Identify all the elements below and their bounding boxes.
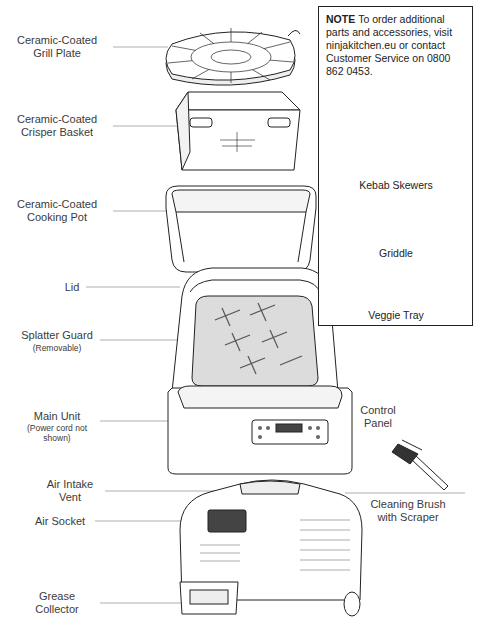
air-socket: [208, 510, 246, 532]
cooking-pot: [166, 186, 316, 272]
part-label: Grease Collector: [26, 590, 88, 616]
grill-plate: [166, 28, 300, 85]
note-box: NOTETo order additional parts and access…: [318, 6, 473, 326]
part-label: Splatter Guard: [11, 329, 103, 342]
accessory-label: Kebab Skewers: [336, 179, 456, 192]
part-label: (Power cord not shown): [22, 423, 92, 443]
main-unit-rear: [180, 480, 362, 616]
part-label: Ceramic-Coated Grill Plate: [11, 34, 103, 60]
crisper-basket: [176, 92, 300, 170]
part-label: Air Socket: [25, 515, 95, 528]
part-label: Air Intake Vent: [39, 478, 101, 504]
part-label: Ceramic-Coated Cooking Pot: [11, 198, 103, 224]
part-label: Lid: [57, 281, 87, 294]
part-label: Cleaning Brush with Scraper: [362, 498, 454, 524]
accessory-label: Veggie Tray: [336, 309, 456, 322]
part-label: (Removable): [17, 343, 97, 353]
part-label: Ceramic-Coated Crisper Basket: [11, 113, 103, 139]
splatter-guard: [192, 296, 318, 386]
part-label: Control Panel: [348, 404, 408, 430]
accessory-label: Griddle: [336, 247, 456, 260]
part-label: Main Unit: [11, 410, 103, 423]
note-paragraph: NOTETo order additional parts and access…: [326, 13, 466, 78]
note-heading: NOTE: [326, 13, 355, 25]
grease-collector: [180, 582, 238, 614]
cleaning-brush: [392, 440, 448, 490]
air-intake-vent: [240, 481, 300, 494]
